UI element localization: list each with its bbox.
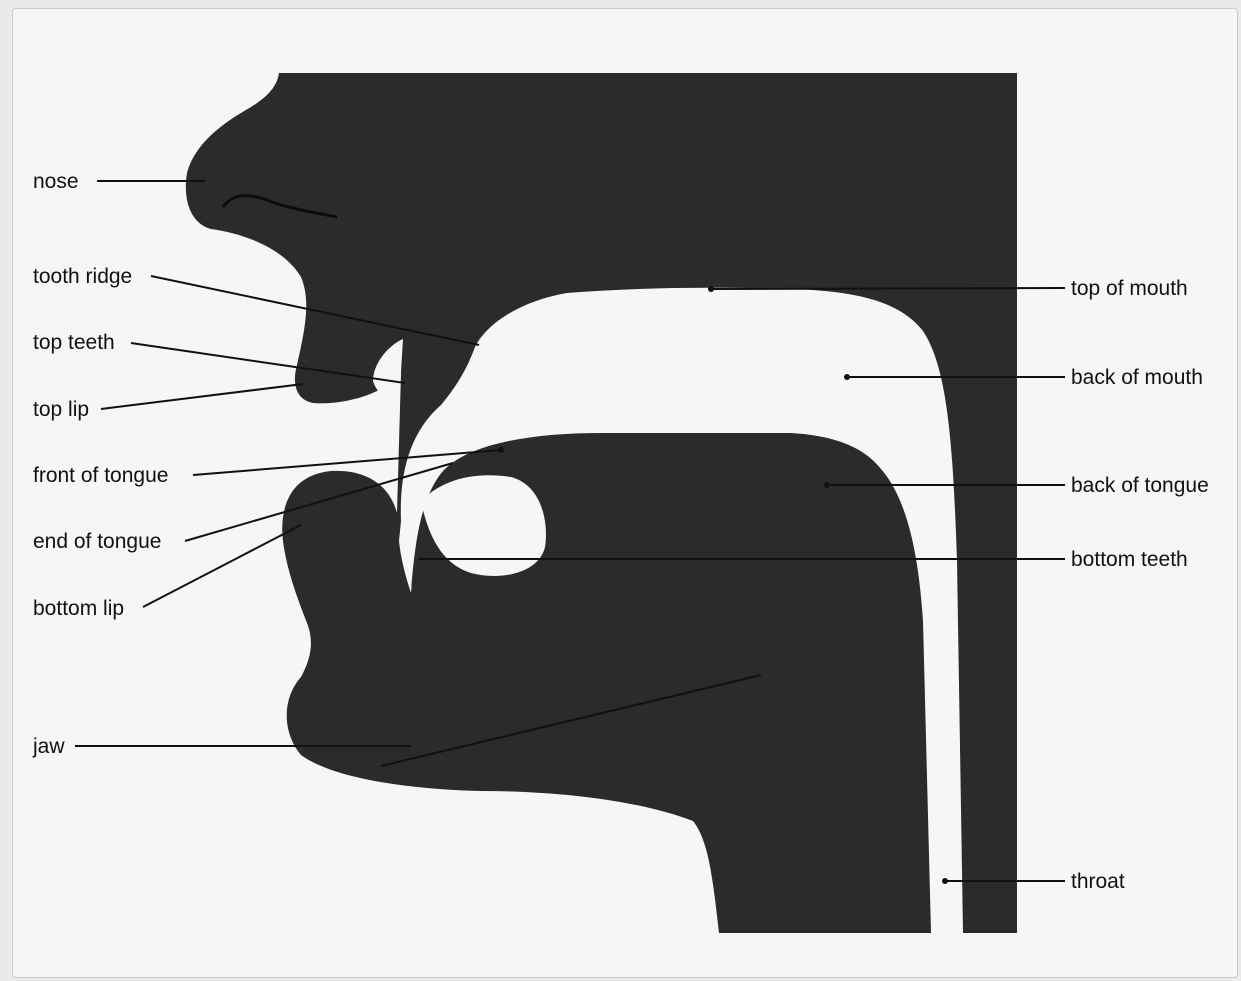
diagram-frame: tongue nose tooth ridge top teeth top li… bbox=[12, 8, 1238, 978]
label-end-of-tongue: end of tongue bbox=[33, 530, 161, 553]
label-back-of-tongue: back of tongue bbox=[1071, 474, 1209, 497]
label-bottom-lip: bottom lip bbox=[33, 597, 124, 620]
label-throat: throat bbox=[1071, 870, 1125, 893]
dot-front-of-tongue bbox=[498, 447, 504, 453]
leader-top-of-mouth bbox=[711, 288, 1065, 289]
head-silhouette bbox=[186, 73, 1017, 933]
dot-throat bbox=[942, 878, 948, 884]
label-top-of-mouth: top of mouth bbox=[1071, 277, 1188, 300]
dot-back-of-tongue bbox=[824, 482, 830, 488]
leader-top-lip bbox=[101, 384, 303, 409]
mouth-cross-section-diagram: tongue nose tooth ridge top teeth top li… bbox=[13, 9, 1237, 977]
label-tooth-ridge: tooth ridge bbox=[33, 265, 132, 288]
label-jaw: jaw bbox=[32, 735, 65, 758]
label-back-of-mouth: back of mouth bbox=[1071, 366, 1203, 389]
leader-bottom-lip bbox=[143, 525, 301, 607]
label-bottom-teeth: bottom teeth bbox=[1071, 548, 1188, 571]
label-top-lip: top lip bbox=[33, 398, 89, 421]
label-nose: nose bbox=[33, 170, 79, 193]
tongue-text: tongue bbox=[615, 434, 658, 450]
label-top-teeth: top teeth bbox=[33, 331, 115, 354]
dot-back-of-mouth bbox=[844, 374, 850, 380]
label-front-of-tongue: front of tongue bbox=[33, 464, 168, 487]
dot-top-of-mouth bbox=[708, 286, 714, 292]
